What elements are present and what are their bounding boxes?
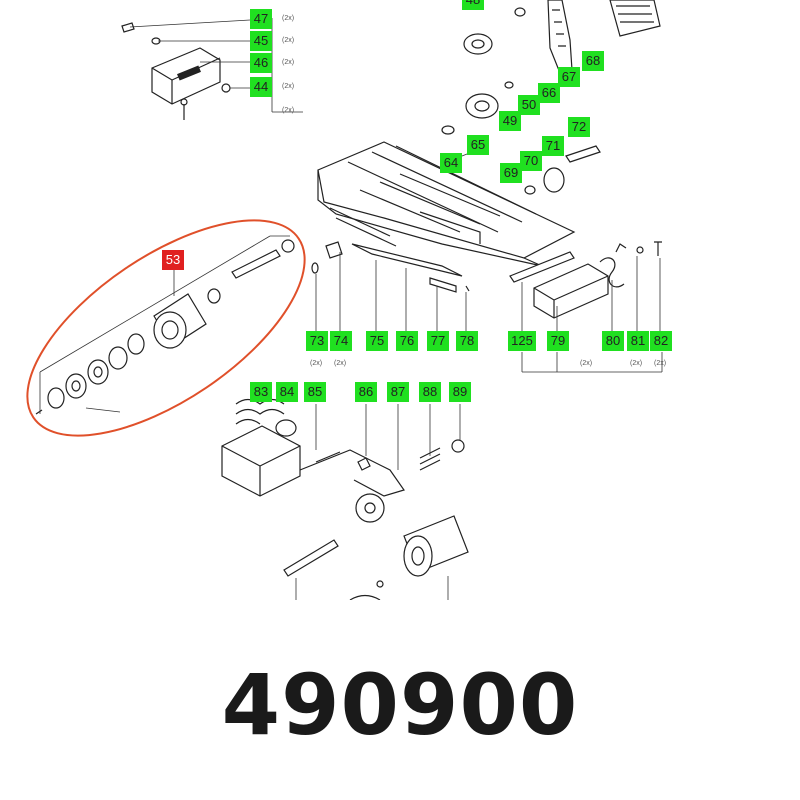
part-tag-69: 69	[500, 163, 522, 183]
quantity-note: (2x)	[630, 360, 643, 367]
part-tag-68: 68	[582, 51, 604, 71]
spring-bracket-assembly	[509, 241, 663, 373]
part-tag-85: 85	[304, 382, 326, 402]
exploded-parts-drawing	[26, 0, 663, 600]
part-tag-71: 71	[542, 136, 564, 156]
quantity-note: (2x)	[282, 37, 295, 44]
part-tag-64: 64	[440, 153, 462, 173]
part-tag-73: 73	[306, 331, 328, 351]
part-tag-46: 46	[250, 53, 272, 73]
part-tag-70: 70	[520, 151, 542, 171]
quantity-note: (2x)	[282, 15, 295, 22]
part-tag-65: 65	[467, 135, 489, 155]
part-tag-45: 45	[250, 31, 272, 51]
part-tag-74: 74	[330, 331, 352, 351]
quantity-note: (2x)	[282, 107, 295, 114]
part-tag-79: 79	[547, 331, 569, 351]
part-tag-78: 78	[456, 331, 478, 351]
clamp-block-assembly	[121, 18, 303, 120]
quantity-note: (2x)	[580, 360, 593, 367]
part-tag-84: 84	[276, 382, 298, 402]
quantity-note: (2x)	[654, 360, 667, 367]
part-tag-82: 82	[650, 331, 672, 351]
quantity-note: (2x)	[334, 360, 347, 367]
part-tag-48: 48	[462, 0, 484, 10]
part-tag-44: 44	[250, 77, 272, 97]
part-tag-81: 81	[627, 331, 649, 351]
part-tag-76: 76	[396, 331, 418, 351]
highlighted-parts-group	[26, 219, 306, 437]
part-tag-80: 80	[602, 331, 624, 351]
part-tag-66: 66	[538, 83, 560, 103]
quantity-note: (2x)	[282, 59, 295, 66]
part-tag-75: 75	[366, 331, 388, 351]
part-tag-125: 125	[508, 331, 536, 351]
switch-lever-assembly	[221, 398, 469, 600]
part-tag-87: 87	[387, 382, 409, 402]
belt-pulley-assembly	[441, 0, 661, 195]
part-tag-83: 83	[250, 382, 272, 402]
main-housing	[311, 141, 576, 293]
part-tag-77: 77	[427, 331, 449, 351]
part-tag-88: 88	[419, 382, 441, 402]
quantity-note: (2x)	[282, 83, 295, 90]
leader-lines-73-78	[315, 252, 467, 332]
part-tag-67: 67	[558, 67, 580, 87]
part-tag-86: 86	[355, 382, 377, 402]
part-tag-72: 72	[568, 117, 590, 137]
quantity-note: (2x)	[310, 360, 323, 367]
part-tag-47: 47	[250, 9, 272, 29]
part-tag-53-highlighted: 53	[162, 250, 184, 270]
part-tag-50: 50	[518, 95, 540, 115]
part-tag-89: 89	[449, 382, 471, 402]
part-tag-49: 49	[499, 111, 521, 131]
part-number: 490900	[221, 656, 579, 754]
